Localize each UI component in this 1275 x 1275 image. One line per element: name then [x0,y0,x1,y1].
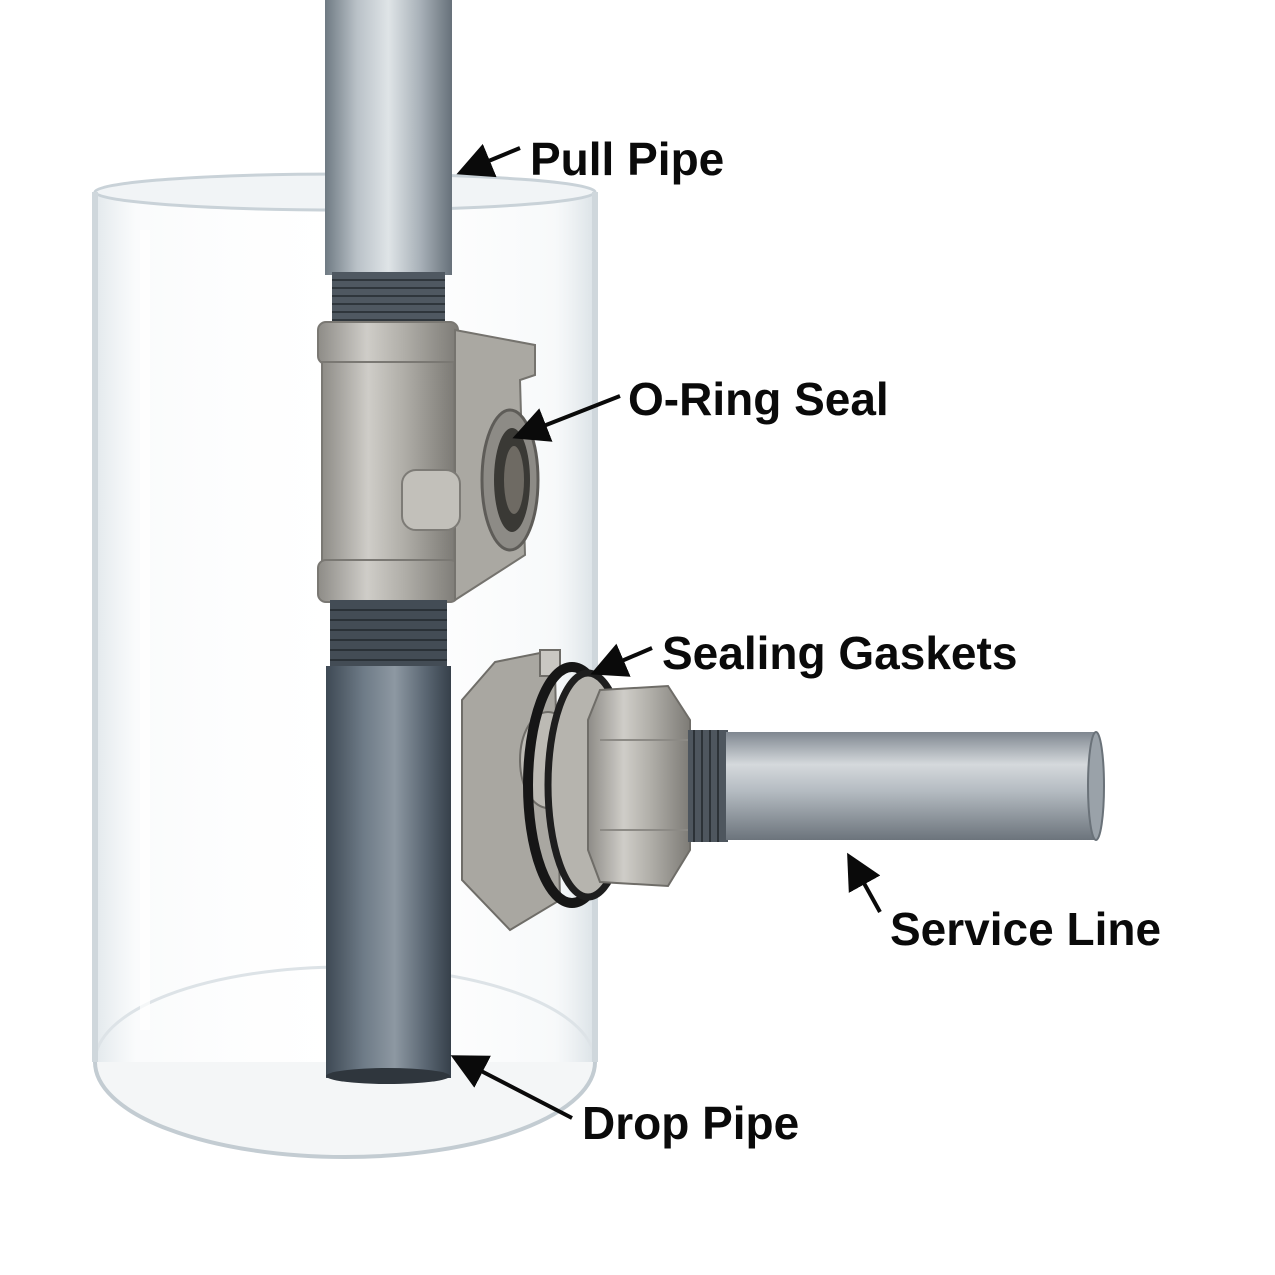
pull-pipe [325,0,452,324]
arrow-service-line [847,852,882,913]
oring-seal-port [480,408,540,552]
label-service-line: Service Line [890,903,1162,955]
drop-pipe [326,600,451,1084]
arrow-pull-pipe [456,143,521,178]
arrow-oring-seal [512,394,621,442]
label-sealing-gaskets: Sealing Gaskets [662,627,1018,679]
label-pull-pipe: Pull Pipe [530,133,725,185]
tee-fitting [317,321,536,603]
arrow-drop-pipe [450,1055,573,1120]
hex-nut [587,684,691,888]
label-oring-seal: O-Ring Seal [628,373,889,425]
callout-arrows [450,143,882,1120]
service-line [688,730,1105,842]
label-drop-pipe: Drop Pipe [582,1097,800,1149]
arrow-sealing-gaskets [590,643,653,677]
